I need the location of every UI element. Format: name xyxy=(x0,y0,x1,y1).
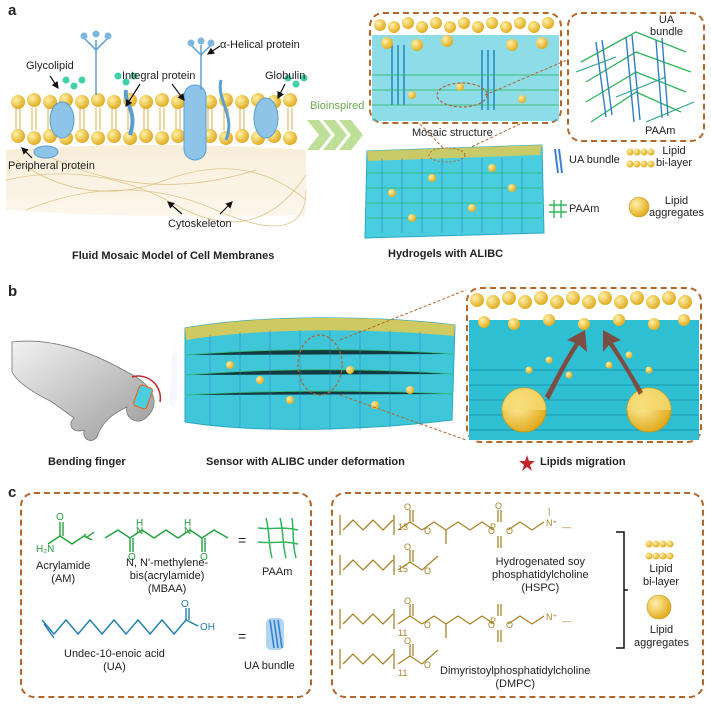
label-dmpc: Dimyristoylphosphatidylcholine (DMPC) xyxy=(440,665,591,690)
lipids-box xyxy=(331,492,704,698)
legend-lipid-bilayer-icon xyxy=(626,148,655,168)
star-icon xyxy=(519,455,535,471)
svg-text:O: O xyxy=(200,552,208,563)
svg-text:O: O xyxy=(128,552,136,563)
legend-ua-bundle-label: UA bundle xyxy=(569,154,620,166)
hspc-subscript-15: 15 xyxy=(398,564,409,574)
mosaic-structure-illustration xyxy=(372,17,559,121)
svg-text:O: O xyxy=(506,526,513,536)
svg-text:N: N xyxy=(136,526,143,537)
svg-text:O: O xyxy=(404,636,411,646)
panel-letter-b: b xyxy=(8,283,18,300)
svg-text:O: O xyxy=(424,566,431,576)
svg-text:O: O xyxy=(506,620,513,630)
label-lipid-aggregates-c: Lipid aggregates xyxy=(634,624,690,649)
hydrogel-alibc-block xyxy=(364,144,545,239)
legend-lipid-bilayer-label: Lipid bi-layer xyxy=(656,145,693,169)
svg-text:—: — xyxy=(562,522,571,532)
caption-sensor-alibc: Sensor with ALIBC under deformation xyxy=(206,456,405,468)
legend-ua-bundle-icon xyxy=(554,148,563,174)
legend-paam-label: PAAm xyxy=(569,203,600,215)
svg-text:O: O xyxy=(404,502,411,512)
dmpc-subscript-11a: 11 xyxy=(398,628,408,638)
svg-text:O: O xyxy=(424,620,431,630)
label-glycolipid: Glycolipid xyxy=(26,60,74,72)
svg-text:N⁺: N⁺ xyxy=(546,612,557,622)
svg-text:P: P xyxy=(490,522,496,532)
sensor-alibc-block xyxy=(170,317,456,430)
svg-text:O: O xyxy=(424,526,431,536)
dmpc-subscript-11b: 11 xyxy=(398,668,408,678)
undecenoic-acid-structure: O OH xyxy=(41,599,215,639)
lipids-migration-illustration xyxy=(469,291,699,440)
ua-paam-zoom-box xyxy=(567,12,705,142)
caption-lipids-migration: Lipids migration xyxy=(540,456,626,468)
svg-text:O: O xyxy=(404,596,411,606)
svg-text:O: O xyxy=(488,620,495,630)
svg-text:H: H xyxy=(184,518,191,529)
caption-bending-finger: Bending finger xyxy=(48,456,126,468)
label-globulin: Globulin xyxy=(265,70,306,82)
bending-finger-illustration xyxy=(11,340,162,441)
hspc-subscript-13: 13 xyxy=(398,522,409,532)
svg-text:O: O xyxy=(404,542,411,552)
acrylamide-structure: O H₂N xyxy=(36,512,95,555)
label-cytoskeleton: Cytoskeleton xyxy=(168,218,232,230)
svg-text:P: P xyxy=(490,616,496,626)
svg-text:O: O xyxy=(424,660,431,670)
label-undecenoic-acid: Undec-10-enoic acid (UA) xyxy=(64,648,165,673)
label-integral-protein: Integral protein xyxy=(122,70,196,82)
label-lipid-bilayer-c: Lipid bi-layer xyxy=(643,563,680,588)
label-mbaa: N, N'-methylene- bis(acrylamide) (MBAA) xyxy=(126,557,209,595)
caption-fluid-mosaic-model: Fluid Mosaic Model of Cell Membranes xyxy=(72,250,275,262)
lipid-aggregate-icon-c xyxy=(646,594,672,620)
ua-paam-network-illustration xyxy=(575,31,695,123)
bioinspired-arrow xyxy=(307,120,363,150)
legend-lipid-aggregates-icon xyxy=(628,196,650,218)
legend-paam-icon xyxy=(549,200,567,218)
svg-text:OH: OH xyxy=(200,622,215,633)
label-ua-bundle-zoom: UA bundle xyxy=(650,14,684,38)
equals-sign-ua: = xyxy=(238,628,247,644)
legend-lipid-aggregates-label: Lipid aggregates xyxy=(649,195,705,219)
label-mosaic-structure: Mosaic structure xyxy=(412,127,493,139)
svg-text:N⁺: N⁺ xyxy=(546,518,557,528)
lipid-bilayer-icon-c xyxy=(645,540,674,560)
svg-text:H₂N: H₂N xyxy=(36,544,54,555)
lipids-migration-box xyxy=(466,287,702,443)
label-hspc: Hydrogenated soy phosphatidylcholine (HS… xyxy=(492,556,589,594)
label-ua-bundle-c: UA bundle xyxy=(244,660,295,672)
svg-text:O: O xyxy=(56,512,64,523)
label-peripheral-protein: Peripheral protein xyxy=(8,160,95,172)
svg-text:O: O xyxy=(488,526,495,536)
svg-text:O: O xyxy=(495,501,502,511)
svg-text:O: O xyxy=(181,599,189,610)
paam-network-icon xyxy=(257,517,299,559)
cell-membrane-illustration xyxy=(5,79,307,227)
panel-letter-c: c xyxy=(8,484,17,501)
mbaa-structure: H N H N O O xyxy=(104,518,229,563)
glycolipid-decorations xyxy=(62,30,308,95)
monomers-box xyxy=(20,492,312,698)
label-acrylamide: Acrylamide (AM) xyxy=(36,560,91,585)
label-bioinspired: Bioinspired xyxy=(310,100,365,112)
lipid-bracket xyxy=(616,531,628,649)
svg-text:H: H xyxy=(136,518,143,529)
svg-text:—: — xyxy=(562,616,571,626)
label-paam-zoom: PAAm xyxy=(645,125,676,137)
svg-text:|: | xyxy=(548,506,550,516)
svg-text:N: N xyxy=(184,526,191,537)
ua-bundle-icon xyxy=(266,618,284,650)
panel-letter-a: a xyxy=(8,2,17,19)
label-paam-c: PAAm xyxy=(262,566,293,578)
caption-hydrogels-alibc: Hydrogels with ALIBC xyxy=(388,248,504,260)
label-alpha-helical-protein: α-Helical protein xyxy=(220,39,300,51)
equals-sign-paam: = xyxy=(238,532,247,548)
